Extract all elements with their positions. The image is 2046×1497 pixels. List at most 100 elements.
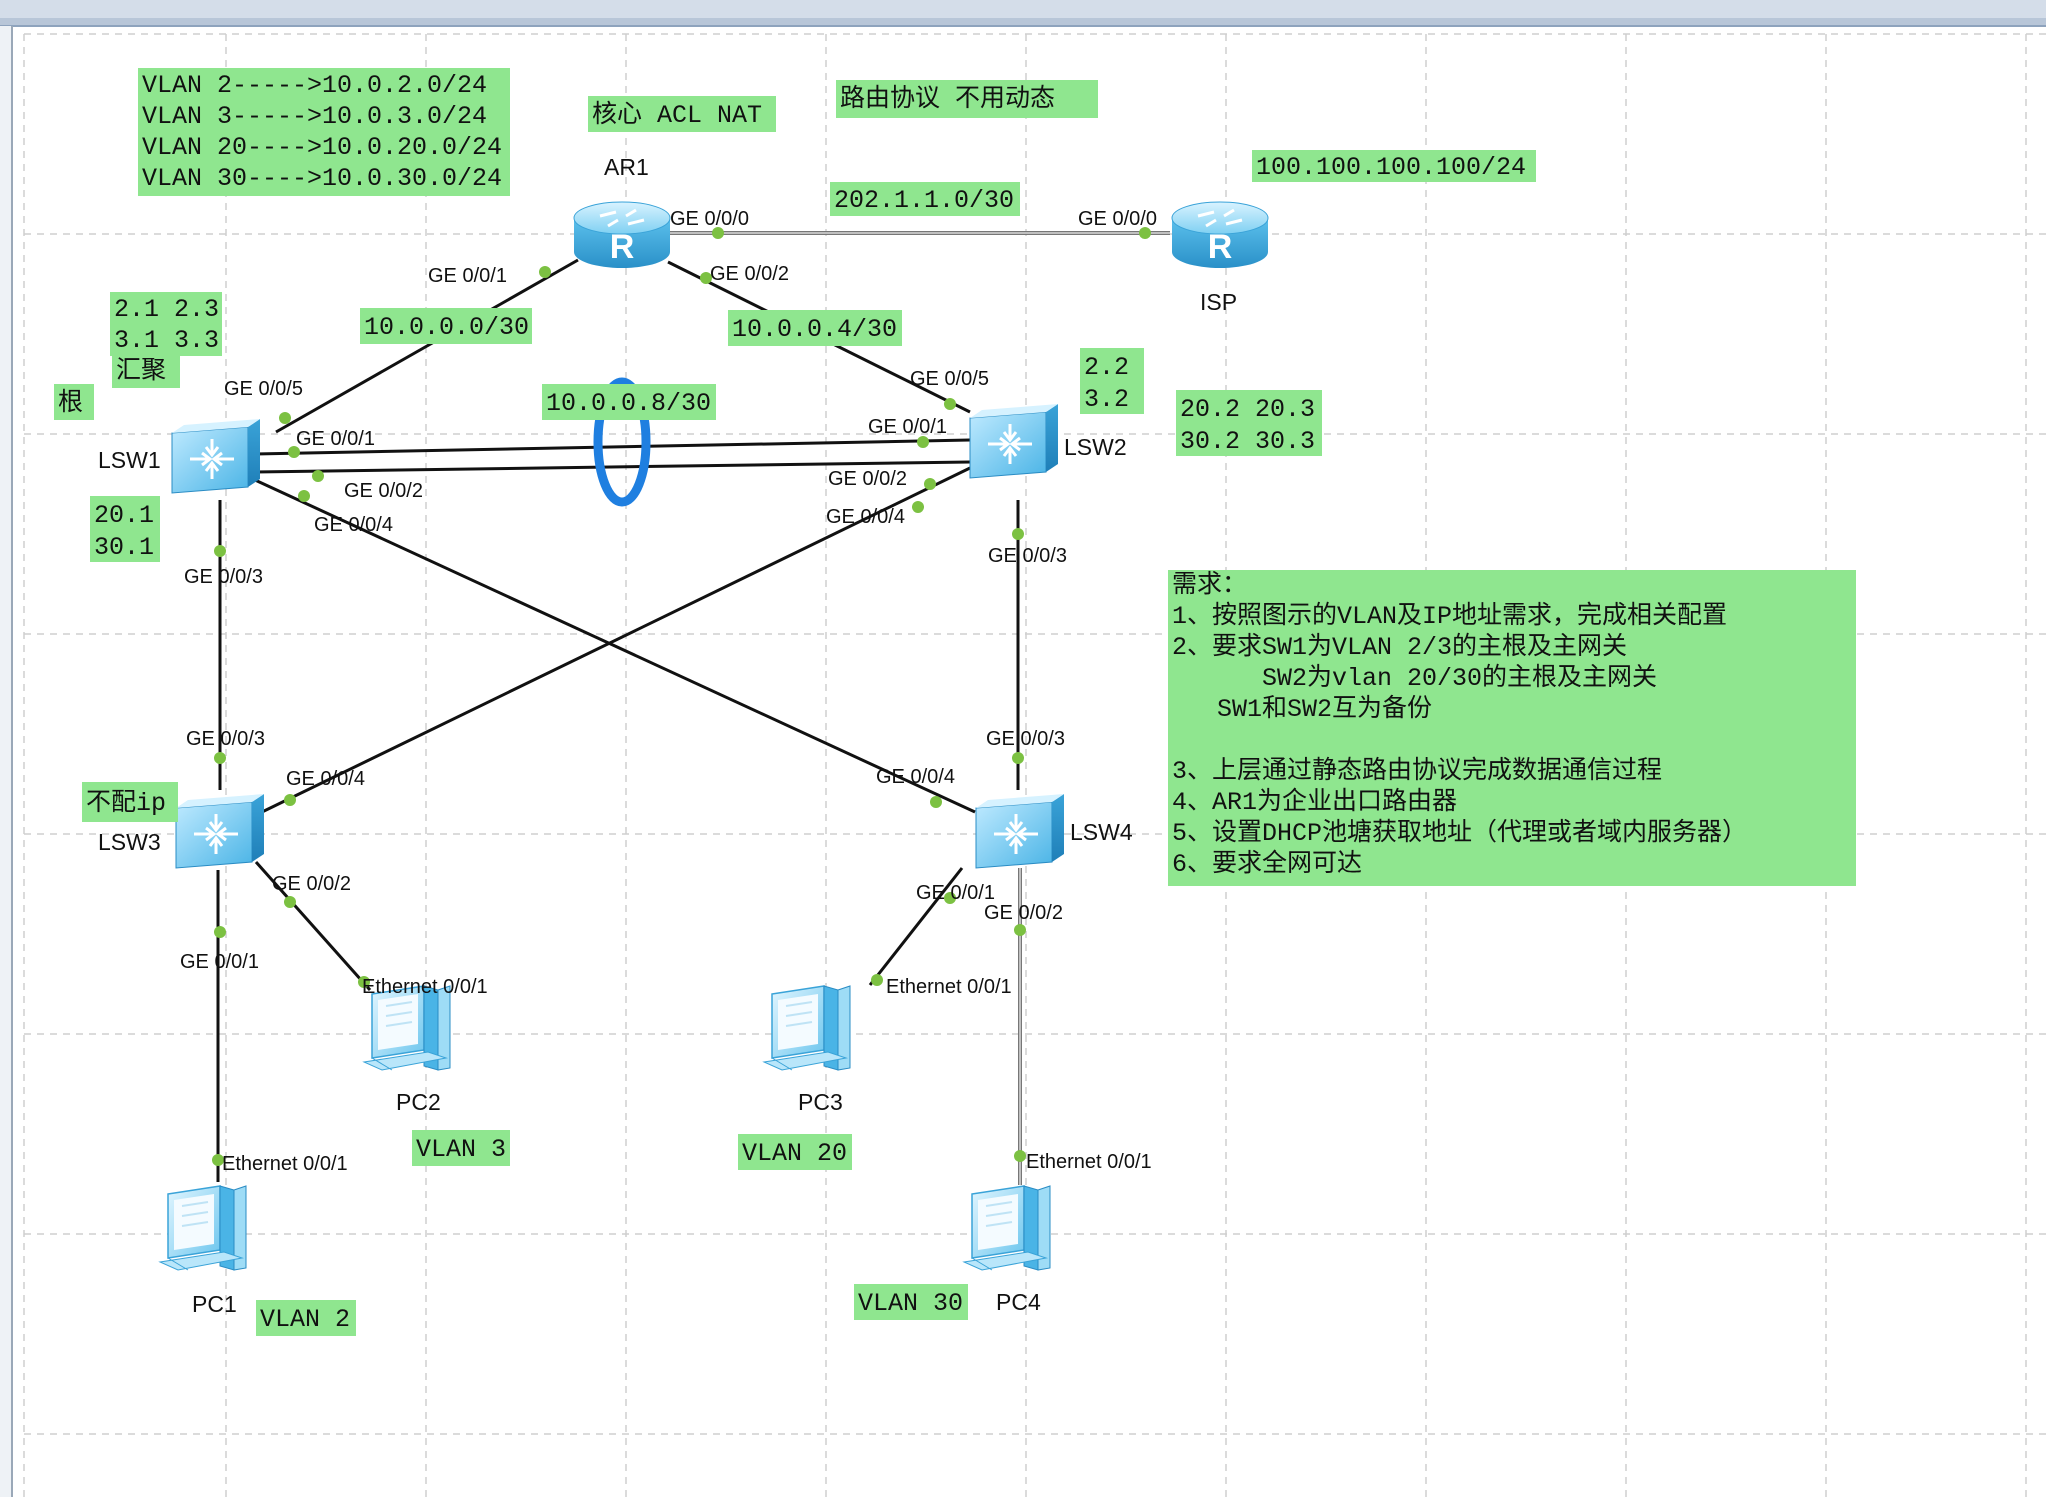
requirement-line: 2、要求SW1为VLAN 2/3的主根及主网关	[1172, 632, 1627, 662]
pc-pc2[interactable]	[363, 985, 451, 1071]
net-ar1-lsw1-text: 10.0.0.0/30	[364, 313, 529, 342]
eth-trunk-marker	[593, 377, 651, 507]
vlan-map-line: VLAN 30---->10.0.30.0/24	[142, 164, 502, 193]
port-lsw3-ge001: GE 0/0/1	[180, 951, 259, 973]
port-lsw2-ge001: GE 0/0/1	[868, 416, 947, 438]
notes: VLAN 2----->10.0.2.0/24 VLAN 3----->10.0…	[54, 68, 1856, 1336]
net-ar1-lsw2-text: 10.0.0.4/30	[732, 315, 897, 344]
requirement-line: 4、AR1为企业出口路由器	[1172, 787, 1457, 817]
port-pc3-eth: Ethernet 0/0/1	[886, 976, 1012, 998]
label-pc2: PC2	[396, 1089, 441, 1115]
port-pc1-eth: Ethernet 0/0/1	[222, 1153, 348, 1175]
link-lsw4-pc3	[868, 867, 964, 986]
note-pc4-vlan: VLAN 30	[854, 1284, 968, 1320]
note-requirements: 需求： 1、按照图示的VLAN及IP地址需求，完成相关配置 2、要求SW1为VL…	[1168, 570, 1856, 886]
note-routing: 路由协议 不用动态	[836, 80, 1098, 118]
pc-pc1[interactable]	[159, 1185, 247, 1271]
pc-pc4[interactable]	[963, 1185, 1051, 1271]
note-lsw2-ips: 2.2 3.2	[1080, 348, 1144, 414]
port-lsw1-ge002: GE 0/0/2	[344, 480, 423, 502]
label-lsw2: LSW2	[1064, 434, 1127, 460]
lsw2-vlan-ip-line: 30.2 30.3	[1180, 427, 1315, 456]
requirement-line: 1、按照图示的VLAN及IP地址需求，完成相关配置	[1172, 601, 1727, 631]
links	[216, 231, 1170, 1185]
label-pc4: PC4	[996, 1289, 1041, 1315]
label-lsw3: LSW3	[98, 829, 161, 855]
note-isp-net: 100.100.100.100/24	[1252, 150, 1536, 182]
lsw2-vlan-ip-line: 20.2 20.3	[1180, 395, 1315, 424]
lsw1-vlan-ip-line: 30.1	[94, 533, 154, 562]
lsw1-ip-line: 2.1 2.3	[114, 295, 219, 324]
note-no-ip: 不配ip	[82, 782, 178, 822]
note-core: 核心 ACL NAT	[588, 96, 776, 132]
port-pc4-eth: Ethernet 0/0/1	[1026, 1151, 1152, 1173]
switch-lsw4[interactable]	[974, 792, 1066, 870]
link-lsw2-lsw3	[261, 466, 971, 814]
vlan-map-line: VLAN 20---->10.0.20.0/24	[142, 133, 502, 162]
requirement-line: SW1和SW2互为备份	[1172, 694, 1432, 724]
port-lsw4-ge002: GE 0/0/2	[984, 902, 1063, 924]
port-lsw1-ge001: GE 0/0/1	[296, 428, 375, 450]
port-lsw2-ge003: GE 0/0/3	[988, 545, 1067, 567]
port-lsw4-ge004: GE 0/0/4	[876, 766, 955, 788]
pc-pc3[interactable]	[763, 985, 851, 1071]
note-pc1-vlan: VLAN 2	[256, 1300, 356, 1336]
label-pc3: PC3	[798, 1089, 843, 1115]
router-ar1[interactable]	[572, 200, 672, 270]
link-lsw1-lsw4	[254, 478, 976, 814]
requirement-line: SW2为vlan 20/30的主根及主网关	[1172, 663, 1657, 693]
port-ar1-ge001: GE 0/0/1	[428, 265, 507, 287]
left-panel-edge	[0, 26, 13, 1497]
note-vlan-map: VLAN 2----->10.0.2.0/24 VLAN 3----->10.0…	[138, 68, 510, 196]
note-net-ar1-lsw1: 10.0.0.0/30	[360, 308, 532, 344]
link-lsw1-lsw2-ge2	[254, 460, 971, 474]
note-pc3-vlan: VLAN 20	[738, 1134, 852, 1170]
port-lsw2-ge002: GE 0/0/2	[828, 468, 907, 490]
lsw1-vlan-ip-line: 20.1	[94, 501, 154, 530]
port-lsw1-ge004: GE 0/0/4	[314, 514, 393, 536]
note-wan-net: 202.1.1.0/30	[830, 182, 1020, 216]
switch-lsw3[interactable]	[174, 792, 266, 870]
link-ar1-lsw1	[275, 258, 579, 434]
router-isp[interactable]	[1170, 200, 1270, 270]
pc3-vlan-text: VLAN 20	[742, 1139, 847, 1168]
core-text: 核心 ACL NAT	[592, 100, 762, 130]
port-dots	[212, 227, 1151, 1166]
requirement-line: 需求：	[1172, 570, 1247, 600]
note-lsw2-vlan-ips: 20.2 20.3 30.2 30.3	[1176, 390, 1322, 456]
pc2-vlan-text: VLAN 3	[416, 1135, 506, 1164]
vlan-map-line: VLAN 3----->10.0.3.0/24	[142, 102, 487, 131]
note-net-ar1-lsw2: 10.0.0.4/30	[728, 310, 902, 346]
net-lsw1-lsw2-text: 10.0.0.8/30	[546, 389, 711, 418]
link-lsw3-pc2	[254, 861, 372, 991]
note-aggregation: 汇聚	[112, 354, 180, 388]
port-lsw4-ge003: GE 0/0/3	[986, 728, 1065, 750]
port-labels: GE 0/0/0 GE 0/0/1 GE 0/0/2 GE 0/0/0 GE 0…	[180, 208, 1157, 1175]
switch-lsw1[interactable]	[170, 417, 262, 495]
requirement-line: 3、上层通过静态路由协议完成数据通信过程	[1172, 756, 1662, 786]
note-root: 根	[54, 384, 94, 420]
port-lsw3-ge003: GE 0/0/3	[186, 728, 265, 750]
label-isp: ISP	[1200, 289, 1237, 315]
isp-net-text: 100.100.100.100/24	[1256, 153, 1526, 182]
lsw2-ip-line: 3.2	[1084, 385, 1129, 414]
port-lsw1-ge005: GE 0/0/5	[224, 378, 303, 400]
note-pc2-vlan: VLAN 3	[412, 1130, 510, 1166]
port-lsw4-ge001: GE 0/0/1	[916, 882, 995, 904]
lsw2-ip-line: 2.2	[1084, 353, 1129, 382]
note-net-lsw1-lsw2: 10.0.0.8/30	[542, 384, 716, 420]
pc1-vlan-text: VLAN 2	[260, 1305, 350, 1334]
routing-text: 路由协议 不用动态	[840, 84, 1055, 114]
no-ip-text: 不配ip	[86, 789, 166, 818]
note-lsw1-ips: 2.1 2.3 3.1 3.3	[110, 292, 222, 356]
wan-net-text: 202.1.1.0/30	[834, 186, 1014, 215]
port-lsw2-ge004: GE 0/0/4	[826, 506, 905, 528]
lsw1-ip-line: 3.1 3.3	[114, 326, 219, 355]
port-ar1-ge000: GE 0/0/0	[670, 208, 749, 230]
switch-lsw2[interactable]	[968, 402, 1060, 480]
port-lsw3-ge004: GE 0/0/4	[286, 768, 365, 790]
port-isp-ge000: GE 0/0/0	[1078, 208, 1157, 230]
requirement-line: 6、要求全网可达	[1172, 849, 1362, 879]
port-lsw3-ge002: GE 0/0/2	[272, 873, 351, 895]
